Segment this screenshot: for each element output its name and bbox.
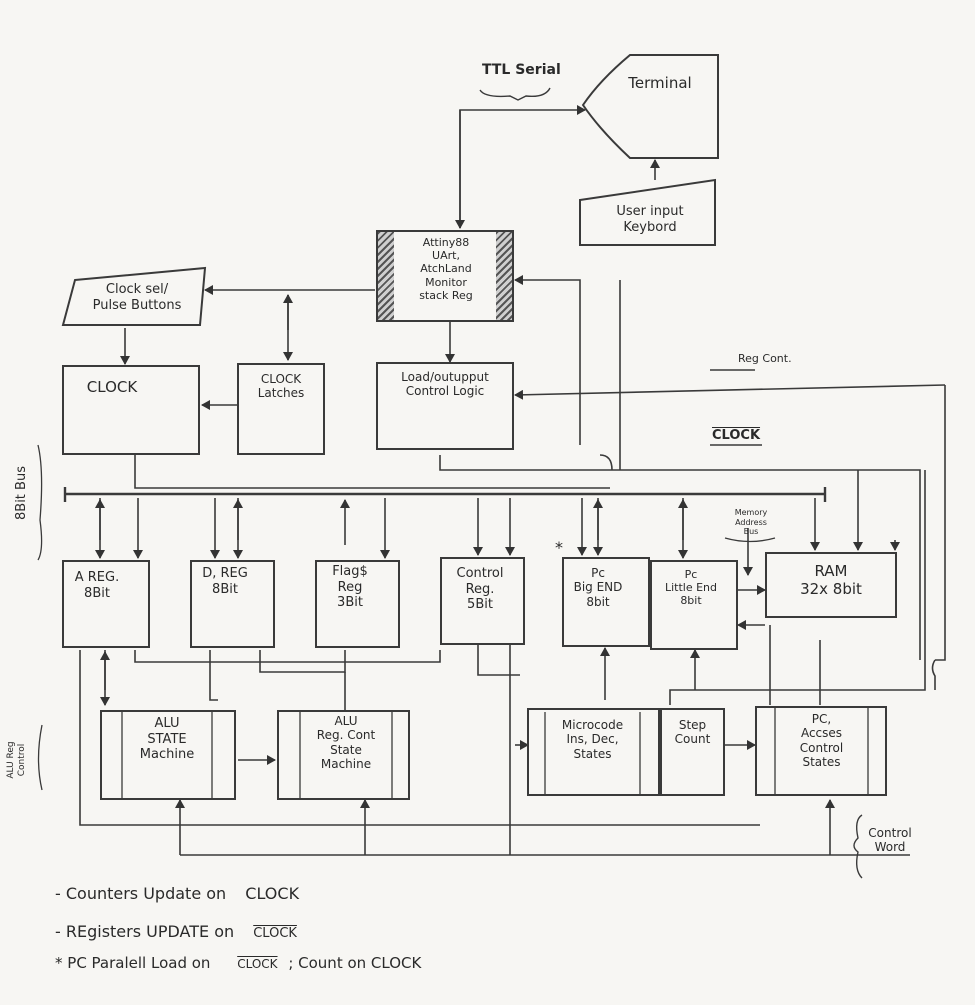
- attiny-hatch-left: [378, 232, 394, 320]
- d-reg-label: D, REG 8Bit: [202, 566, 248, 597]
- microcode-block: [527, 708, 660, 796]
- keyboard-label: User input Keybord: [616, 204, 684, 235]
- pc-little-end-block: [650, 560, 738, 650]
- clock-label: CLOCK: [86, 378, 138, 396]
- ram-block: [765, 552, 897, 618]
- step-count-label: Step Count: [674, 718, 711, 747]
- terminal-label: Terminal: [628, 74, 692, 92]
- alu-state-machine-block: [100, 710, 236, 800]
- attiny88-label: Attiny88 UArt, AtchLand Monitor stack Re…: [419, 236, 473, 302]
- flags-reg-label: Flag$ Reg 3Bit: [332, 564, 368, 611]
- control-reg-block: [440, 557, 525, 645]
- ram-label: RAM 32x 8bit: [800, 562, 862, 598]
- alu-reg-control-label: ALU Reg Control: [6, 741, 27, 779]
- ttl-serial-label: TTL Serial: [482, 62, 561, 78]
- attiny-hatch-right: [496, 232, 512, 320]
- pc-access-label: PC, Accses Control States: [799, 712, 844, 770]
- note-pc-clock: CLOCK: [237, 957, 278, 971]
- pc-access-block: [755, 706, 887, 796]
- clock-wire-label: CLOCK: [712, 428, 761, 443]
- load-output-block: [376, 362, 514, 450]
- control-reg-label: Control Reg. 5Bit: [456, 566, 504, 613]
- terminal-shape: [581, 54, 719, 159]
- note-counters-text: - Counters Update on: [55, 884, 227, 903]
- note-registers-clock: CLOCK: [253, 926, 297, 941]
- alu-state-machine-label: ALU STATE Machine: [139, 716, 195, 763]
- clock-latches-label: CLOCK Latches: [257, 372, 305, 401]
- note-pc-count: ; Count on CLOCK: [288, 954, 422, 972]
- step-count-block: [660, 708, 725, 796]
- note-counters: - Counters Update on CLOCK: [55, 884, 299, 903]
- pc-little-end-label: Pc Little End 8bit: [664, 568, 718, 608]
- clock-latches-block: [237, 363, 325, 455]
- flags-reg-block: [315, 560, 400, 648]
- reg-cont-label: Reg Cont.: [738, 352, 792, 365]
- note-pc: * PC Paralell Load on CLOCK ; Count on C…: [55, 954, 421, 972]
- pc-big-end-label: Pc Big END 8bit: [573, 566, 623, 609]
- note-pc-text: * PC Paralell Load on: [55, 954, 211, 972]
- a-reg-block: [62, 560, 150, 648]
- load-output-label: Load/outupput Control Logic: [401, 370, 489, 399]
- a-reg-label: A REG. 8Bit: [74, 570, 120, 601]
- note-registers: - REgisters UPDATE on CLOCK: [55, 922, 297, 941]
- microcode-label: Microcode Ins, Dec, States: [561, 718, 624, 761]
- memory-address-bus-label: Memory Address Bus: [734, 508, 768, 537]
- d-reg-block: [190, 560, 275, 648]
- attiny88-block: [376, 230, 514, 322]
- clock-block: [62, 365, 200, 455]
- keyboard-shape: [579, 178, 716, 246]
- alu-reg-cont-label: ALU Reg. Cont State Machine: [316, 714, 376, 772]
- clock-sel-label: Clock sel/ Pulse Buttons: [92, 282, 182, 313]
- note-counters-clock: CLOCK: [245, 884, 300, 903]
- bus-label: 8Bit Bus: [14, 466, 29, 520]
- asterisk-mark: *: [555, 538, 563, 557]
- note-registers-text: - REgisters UPDATE on: [55, 922, 235, 941]
- pc-big-end-block: [562, 557, 650, 647]
- clock-sel-shape: [61, 266, 207, 326]
- control-word-label: Control Word: [868, 826, 912, 855]
- alu-reg-cont-block: [277, 710, 410, 800]
